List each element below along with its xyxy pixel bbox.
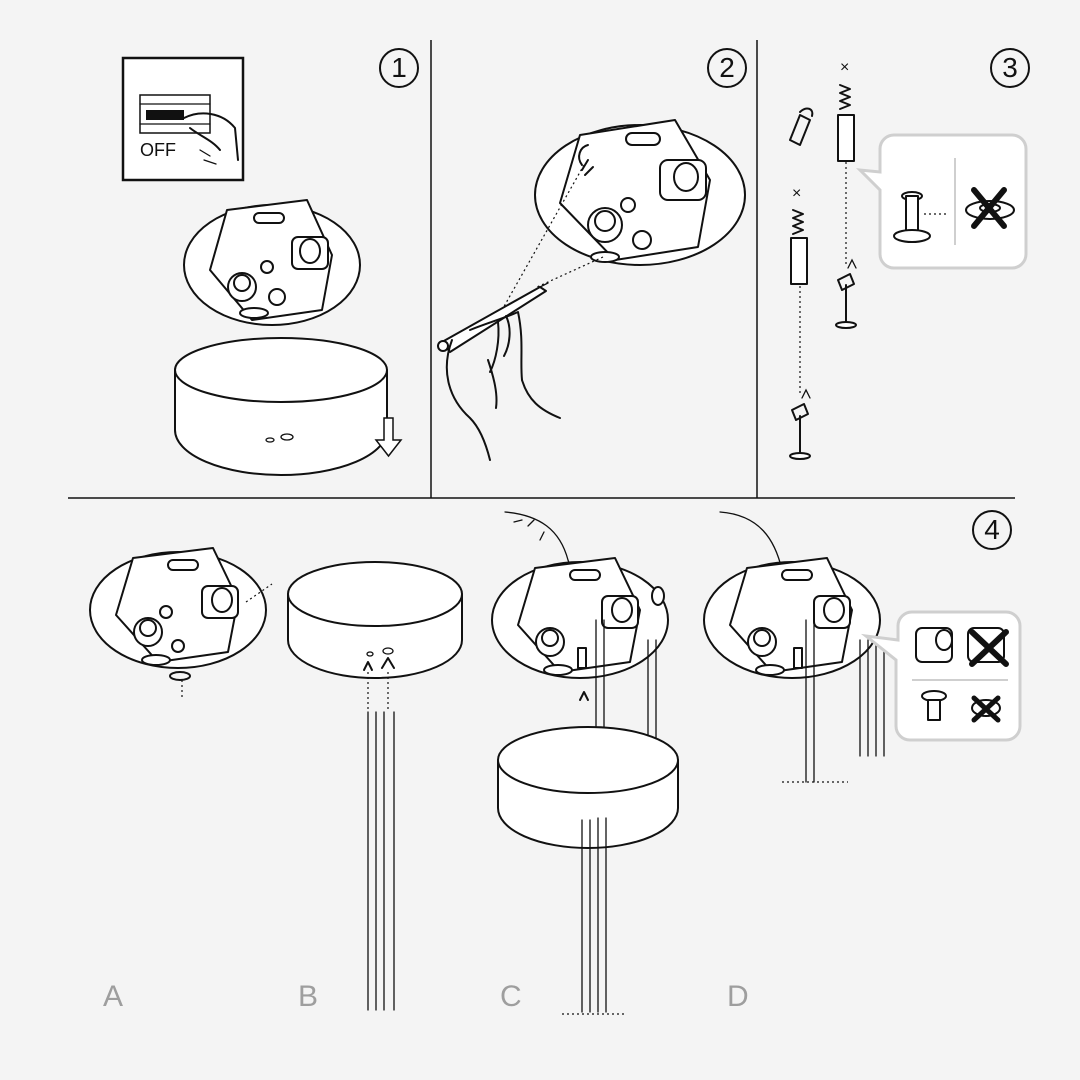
sub-step-label-d: D [727, 980, 749, 1013]
mounting-plate [703, 557, 881, 679]
wall-plug-icon: × [789, 185, 811, 460]
arrow-down-icon [374, 417, 403, 458]
terminal-block-wrong [967, 627, 1009, 667]
spacer-correct [893, 191, 948, 243]
suspension-cables [581, 817, 607, 1013]
grub-screw-wrong [971, 695, 1001, 723]
canopy [497, 726, 679, 849]
step-number-1: 1 [379, 48, 419, 88]
canopy [287, 561, 463, 679]
screw-detail [789, 107, 814, 146]
mounting-plate [491, 557, 669, 679]
breaker-switch-icon [121, 56, 245, 182]
cross-icon [969, 629, 1009, 667]
svg-text:×: × [792, 185, 801, 202]
step-number-3: 3 [990, 48, 1030, 88]
sub-step-label-c: C [500, 980, 522, 1013]
grub-screw-correct [921, 690, 947, 721]
suspension-cables [367, 711, 395, 1011]
wall-plug-icon: × [835, 59, 857, 329]
mounting-plate [534, 119, 746, 266]
switch-off-label: OFF [140, 140, 176, 160]
mounting-plate [183, 199, 361, 326]
pencil-icon [437, 282, 549, 353]
spacer-wrong [965, 187, 1015, 229]
sub-step-label-a: A [103, 980, 124, 1013]
step-number-4: 4 [972, 510, 1012, 550]
sub-step-label-b: B [298, 980, 319, 1013]
canopy [174, 337, 388, 476]
terminal-block-correct [915, 627, 953, 663]
mounting-plate [89, 547, 267, 669]
svg-text:×: × [840, 59, 849, 76]
cross-icon [971, 695, 1001, 723]
cross-icon [971, 187, 1007, 229]
hand [445, 311, 561, 461]
step-number-2: 2 [707, 48, 747, 88]
